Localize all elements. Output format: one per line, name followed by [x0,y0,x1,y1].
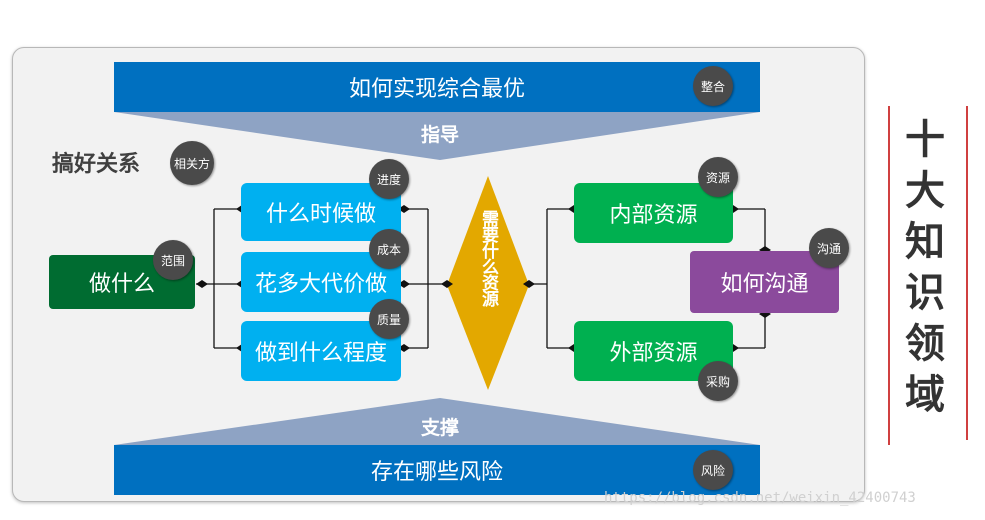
top-bar: 如何实现综合最优 [114,62,760,112]
support-label: 支撑 [420,417,459,439]
bottom-bar: 存在哪些风险 [114,445,760,495]
resource-diamond [447,176,529,390]
resource-badge: 资源 [698,157,738,197]
cost-badge: 成本 [369,229,409,269]
integration-badge: 整合 [693,66,733,106]
schedule-badge: 进度 [369,159,409,199]
guide-label: 指导 [420,124,459,146]
bottom-bar-text: 存在哪些风险 [370,460,503,485]
risk-badge: 风险 [693,450,733,490]
cost-text: 花多大代价做 [254,272,387,297]
resource-diamond-text: 需要什么资源 [478,210,498,306]
top-bar-text: 如何实现综合最优 [348,77,525,102]
watermark: https://blog.csdn.net/weixin_42400743 [604,490,916,506]
stakeholder-badge: 相关方 [170,141,214,185]
internal-resource-text: 内部资源 [609,203,698,228]
relation-title: 搞好关系 [52,152,141,177]
internal-resource-box: 内部资源 [574,183,733,243]
top-guide-trapezoid [114,112,760,160]
scope-badge: 范围 [153,240,193,280]
communicate-text: 如何沟通 [720,272,809,297]
schedule-text: 什么时候做 [265,202,376,227]
communication-badge: 沟通 [809,228,849,268]
bottom-support-trapezoid [114,398,760,445]
communicate-box: 如何沟通 [690,251,839,313]
side-title: 十大知识领域 [905,117,945,418]
external-resource-text: 外部资源 [609,341,698,366]
scope-text: 做什么 [88,272,155,297]
quality-text: 做到什么程度 [254,341,387,366]
procurement-badge: 采购 [698,361,738,401]
quality-badge: 质量 [369,299,409,339]
